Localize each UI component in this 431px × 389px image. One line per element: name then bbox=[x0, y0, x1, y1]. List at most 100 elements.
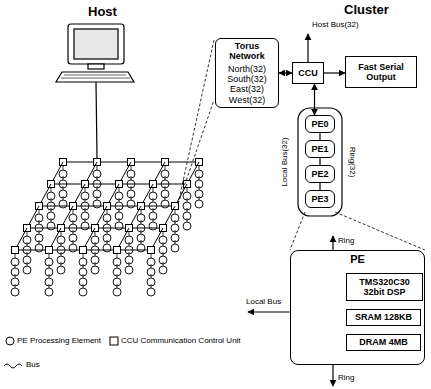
column-wire bbox=[61, 262, 62, 266]
torus-link bbox=[61, 228, 95, 229]
column-wire bbox=[63, 186, 64, 190]
column-wire bbox=[129, 262, 130, 266]
pe-circle bbox=[35, 244, 43, 252]
column-wire bbox=[165, 166, 166, 170]
column-wire bbox=[97, 186, 98, 190]
column-wire bbox=[95, 252, 96, 256]
serial-output-box: Fast Serial Output bbox=[345, 56, 417, 88]
column-wire bbox=[187, 208, 188, 212]
column-wire bbox=[153, 198, 154, 202]
ccu-square bbox=[148, 247, 155, 254]
dram-box: DRAM 4MB bbox=[346, 334, 421, 351]
pe-circle bbox=[147, 288, 155, 296]
column-wire bbox=[117, 264, 118, 268]
torus-link bbox=[39, 206, 73, 207]
column-wire bbox=[153, 208, 154, 212]
column-wire bbox=[27, 242, 28, 246]
column-wire bbox=[95, 232, 96, 236]
column-wire bbox=[95, 262, 96, 266]
ring-outline bbox=[298, 108, 342, 216]
pe-circle bbox=[69, 244, 77, 252]
host-label: Host bbox=[88, 4, 117, 19]
column-wire bbox=[117, 254, 118, 258]
column-wire bbox=[83, 254, 84, 258]
column-wire bbox=[107, 220, 108, 224]
column-wire bbox=[97, 196, 98, 200]
pe-circle bbox=[103, 244, 111, 252]
node-title: SRAM 128KB bbox=[355, 312, 412, 322]
pe-circle bbox=[59, 200, 67, 208]
bus-label: Host Bus(32) bbox=[312, 20, 359, 29]
pe-circle bbox=[125, 266, 133, 274]
pe-circle bbox=[149, 222, 157, 230]
column-wire bbox=[141, 240, 142, 244]
column-wire bbox=[63, 166, 64, 170]
pe-box: PE1 bbox=[305, 140, 335, 158]
pe-circle bbox=[159, 266, 167, 274]
dsp-box: TMS320C30 32bit DSP bbox=[346, 273, 423, 301]
bus-label: Local Bus bbox=[246, 297, 281, 306]
column-wire bbox=[107, 210, 108, 214]
pe-circle bbox=[45, 288, 53, 296]
torus-link bbox=[131, 162, 165, 163]
pe-circle bbox=[93, 200, 101, 208]
pe-circle bbox=[57, 266, 65, 274]
torus-link bbox=[63, 162, 97, 163]
node-title: PE2 bbox=[311, 169, 328, 179]
column-wire bbox=[175, 230, 176, 234]
column-wire bbox=[61, 242, 62, 246]
column-wire bbox=[39, 220, 40, 224]
column-wire bbox=[129, 252, 130, 256]
column-wire bbox=[153, 218, 154, 222]
column-wire bbox=[163, 252, 164, 256]
column-wire bbox=[85, 208, 86, 212]
node-title: PE bbox=[350, 253, 365, 266]
column-wire bbox=[163, 232, 164, 236]
column-wire bbox=[163, 242, 164, 246]
column-wire bbox=[49, 284, 50, 288]
connector bbox=[279, 72, 292, 73]
column-wire bbox=[83, 284, 84, 288]
column-wire bbox=[85, 218, 86, 222]
ring-label: Ring bbox=[338, 236, 354, 245]
column-wire bbox=[83, 264, 84, 268]
pe-circle bbox=[127, 200, 135, 208]
pe-circle bbox=[115, 222, 123, 230]
column-wire bbox=[51, 188, 52, 192]
pe-circle bbox=[183, 222, 191, 230]
connector bbox=[324, 72, 345, 73]
torus-link bbox=[49, 250, 83, 251]
node-title: CCU bbox=[298, 68, 318, 78]
column-wire bbox=[107, 230, 108, 234]
column-wire bbox=[15, 274, 16, 278]
column-wire bbox=[141, 220, 142, 224]
column-wire bbox=[151, 274, 152, 278]
column-wire bbox=[83, 274, 84, 278]
torus-link bbox=[27, 228, 61, 229]
column-wire bbox=[97, 166, 98, 170]
column-wire bbox=[49, 274, 50, 278]
column-wire bbox=[131, 196, 132, 200]
torus-link bbox=[95, 228, 129, 229]
column-wire bbox=[15, 284, 16, 288]
torus-link bbox=[51, 184, 85, 185]
column-wire bbox=[199, 166, 200, 170]
host-bus bbox=[307, 34, 308, 62]
cluster-label: Cluster bbox=[344, 2, 389, 17]
column-wire bbox=[151, 264, 152, 268]
column-wire bbox=[27, 232, 28, 236]
pe-box: PE0 bbox=[305, 115, 335, 133]
column-wire bbox=[27, 262, 28, 266]
column-wire bbox=[49, 254, 50, 258]
column-wire bbox=[129, 242, 130, 246]
column-wire bbox=[39, 230, 40, 234]
torus-link bbox=[129, 228, 163, 229]
pe-circle bbox=[23, 266, 31, 274]
torus-link bbox=[107, 206, 141, 207]
column-wire bbox=[85, 188, 86, 192]
column-wire bbox=[175, 210, 176, 214]
column-wire bbox=[163, 262, 164, 266]
column-wire bbox=[63, 196, 64, 200]
column-wire bbox=[119, 218, 120, 222]
